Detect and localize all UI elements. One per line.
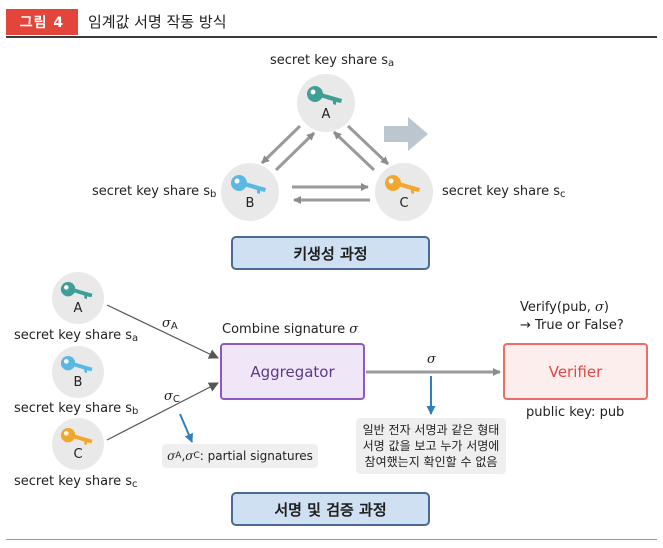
keygen-node-b-label: B (245, 195, 255, 211)
signing-node-a-label: A (73, 300, 83, 316)
signing-node-b: B (52, 346, 104, 398)
signing-node-a: A (52, 272, 104, 324)
keygen-arrow-a-c (332, 124, 390, 172)
anonymity-note-line: 서명 값을 보고 누가 서명에 (362, 439, 500, 453)
signing-node-c: C (52, 418, 104, 470)
arrow-c-to-aggregator (106, 382, 219, 441)
keygen-node-b: B (221, 163, 279, 221)
sigma-c-label: σC (164, 389, 180, 405)
signing-stage-label: 서명 및 검증 과정 (231, 492, 430, 526)
top-rule (6, 36, 657, 38)
round-progress-arrow-icon (384, 117, 428, 151)
signing-caption-b: secret key share sb (14, 401, 139, 417)
key-icon (60, 427, 93, 445)
key-icon (231, 174, 266, 194)
keygen-node-a: A (297, 74, 355, 132)
sigma-a-label: σA (162, 316, 178, 332)
anonymity-note-line: 일반 전자 서명과 같은 형태 (362, 423, 500, 437)
figure-badge: 그림 4 (6, 9, 78, 35)
keygen-node-c: C (375, 163, 433, 221)
public-key-label: public key: pub (526, 405, 625, 420)
aggregator-box: Aggregator (220, 343, 365, 400)
keygen-node-c-label: C (399, 195, 409, 211)
key-icon (307, 85, 342, 105)
bottom-rule (6, 539, 657, 540)
keygen-caption-a: secret key share sa (270, 53, 395, 69)
anonymity-note-line: 참여했는지 확인할 수 없음 (364, 455, 498, 469)
keygen-node-a-label: A (321, 106, 331, 122)
arrow-a-to-aggregator (106, 304, 219, 359)
sigma-output-label: σ (427, 352, 436, 367)
figure-title: 임계값 서명 작동 방식 (88, 13, 227, 31)
anonymity-note: 일반 전자 서명과 같은 형태 서명 값을 보고 누가 서명에 참여했는지 확인… (356, 418, 506, 474)
verify-result-label: → True or False? (520, 318, 624, 333)
verifier-box: Verifier (503, 343, 648, 400)
signing-caption-a: secret key share sa (14, 328, 139, 344)
key-icon (60, 281, 93, 299)
keygen-caption-b: secret key share sb (92, 184, 217, 200)
keygen-arrow-b-c (292, 183, 370, 204)
key-icon (385, 174, 420, 194)
keygen-stage-label: 키생성 과정 (231, 236, 430, 270)
signing-node-c-label: C (73, 446, 83, 462)
combine-signature-label: Combine signature σ (222, 322, 359, 337)
keygen-caption-c: secret key share sc (442, 184, 566, 200)
keygen-arrow-a-b (260, 124, 316, 172)
arrow-partial-note (179, 413, 193, 443)
key-icon (60, 355, 93, 373)
signing-caption-c: secret key share sc (14, 474, 138, 490)
verify-call-label: Verify(pub, σ) (520, 300, 609, 315)
signing-node-b-label: B (73, 374, 83, 390)
